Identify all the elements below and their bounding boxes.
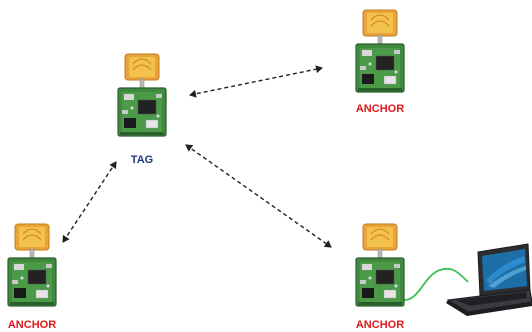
tag-node xyxy=(117,53,167,137)
tag-label: TAG xyxy=(131,154,153,166)
laptop-icon xyxy=(446,243,532,316)
usb-cable xyxy=(403,267,469,301)
anchor-top-right-label: ANCHOR xyxy=(356,103,404,115)
link-tag-anchor-top-right xyxy=(189,65,323,98)
link-tag-anchor-bottom-right xyxy=(185,144,332,248)
anchor-bottom-left-label: ANCHOR xyxy=(8,319,56,331)
link-tag-anchor-bottom-left xyxy=(62,161,117,243)
anchor-bottom-right-label: ANCHOR xyxy=(356,319,404,331)
anchor-top-right-node xyxy=(355,9,405,93)
anchor-bottom-left-node xyxy=(7,223,57,307)
anchor-bottom-right-node xyxy=(355,223,405,307)
